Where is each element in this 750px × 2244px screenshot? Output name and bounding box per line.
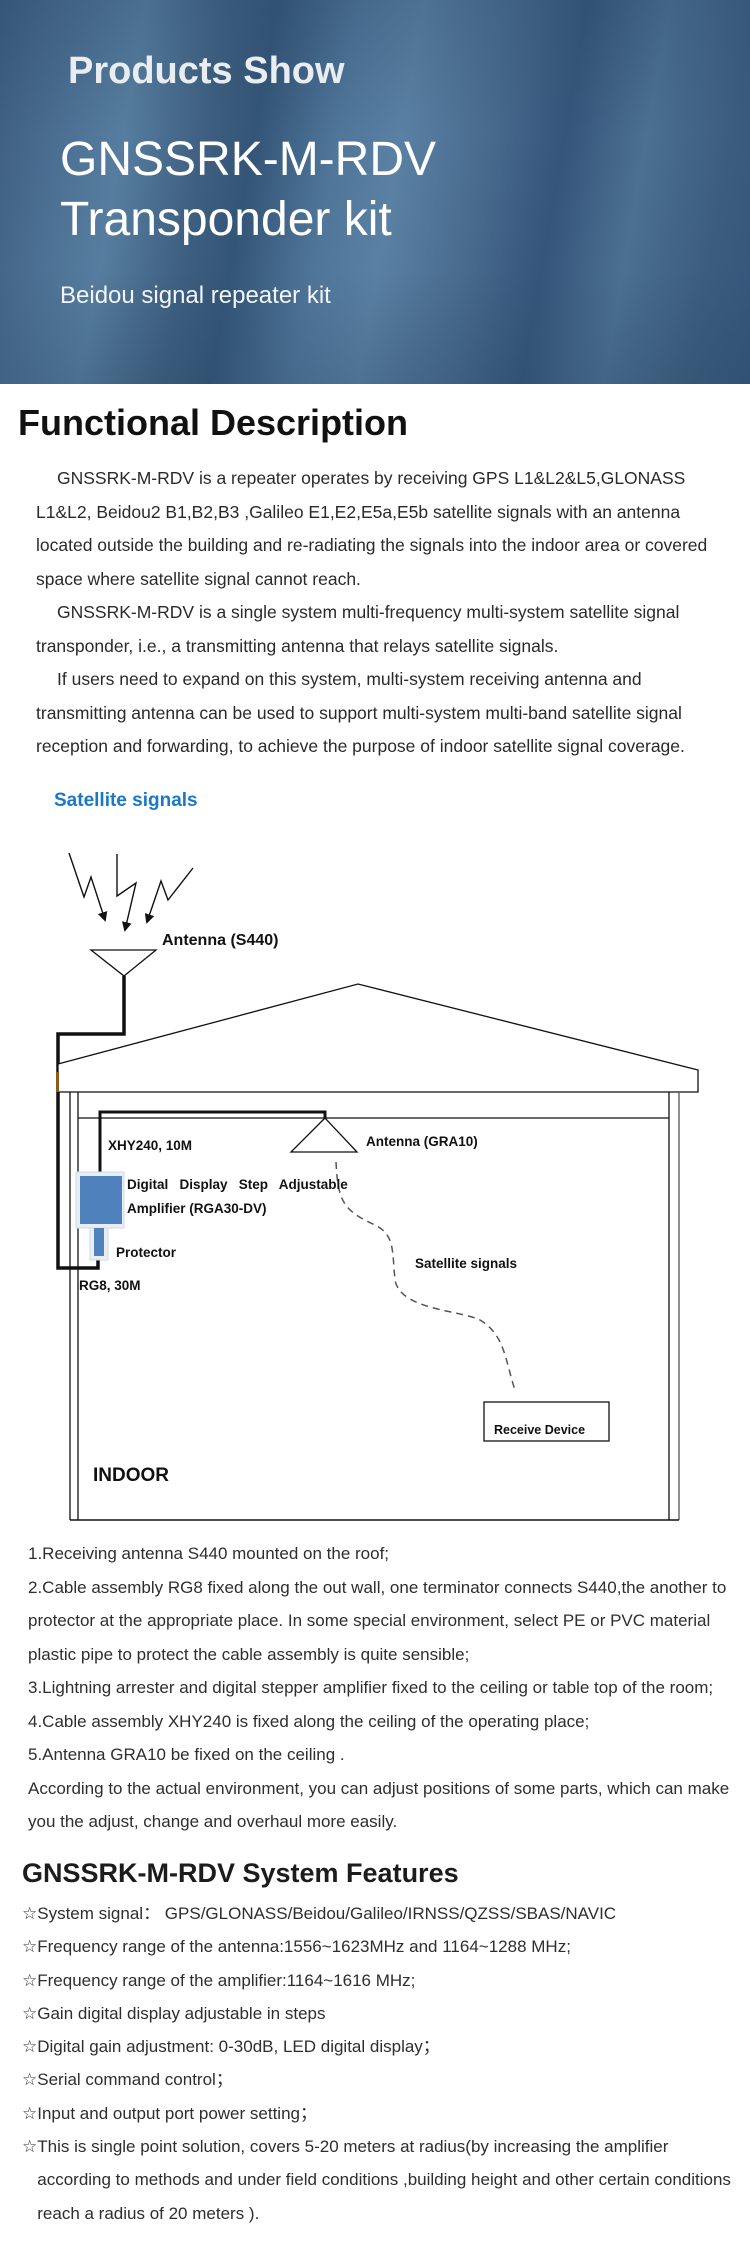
star-icon: ☆	[22, 2003, 38, 2023]
feature-text: Gain digital display adjustable in steps	[37, 2003, 326, 2023]
installation-diagram: Satellite signals	[0, 780, 750, 1530]
feature-item: ☆Gain digital display adjustable in step…	[22, 1997, 734, 2030]
feature-item: ☆System signal： GPS/GLONASS/Beidou/Galil…	[22, 1897, 734, 1930]
note-item: 2.Cable assembly RG8 fixed along the out…	[28, 1577, 727, 1664]
label-amplifier-line2: Amplifier (RGA30-DV)	[127, 1201, 267, 1216]
feature-text: Input and output port power setting；	[37, 2103, 317, 2123]
feature-item: ☆Input and output port power setting；	[22, 2097, 734, 2130]
description-paragraph: GNSSRK-M-RDV is a repeater operates by r…	[36, 468, 708, 589]
feature-item: ☆Frequency range of the amplifier:1164~1…	[22, 1964, 734, 1997]
receive-device-box	[483, 1401, 610, 1442]
product-model-line2: Transponder kit	[60, 193, 392, 246]
signal-arrow-icon	[68, 852, 108, 922]
functional-description-heading: Functional Description	[18, 402, 409, 443]
diagram-title: Satellite signals	[54, 790, 198, 811]
product-model-title: GNSSRK-M-RDV Transponder kit	[60, 130, 436, 250]
note-item: 1.Receiving antenna S440 mounted on the …	[28, 1544, 390, 1563]
satellite-signal-arrows	[68, 852, 194, 932]
note-item: 3.Lightning arrester and digital stepper…	[28, 1678, 714, 1697]
label-rg8-cable: RG8, 30M	[79, 1278, 141, 1293]
amplifier-icon	[80, 1176, 122, 1224]
installation-notes: 1.Receiving antenna S440 mounted on the …	[28, 1537, 738, 1839]
label-outdoor-antenna: Antenna (S440)	[162, 932, 279, 949]
indoor-antenna-icon	[289, 1117, 359, 1153]
protector-icon	[94, 1228, 104, 1256]
label-indoor-signals: Satellite signals	[415, 1256, 518, 1271]
label-amplifier-line1: Digital Display Step Adjustable	[127, 1177, 348, 1192]
banner-subtitle: Beidou signal repeater kit	[60, 282, 331, 309]
description-paragraph: If users need to expand on this system, …	[36, 669, 685, 756]
feature-text: Digital gain adjustment: 0-30dB, LED dig…	[37, 2037, 440, 2057]
feature-text: Serial command control；	[37, 2070, 233, 2090]
note-item: 4.Cable assembly XHY240 is fixed along t…	[28, 1711, 590, 1731]
star-icon: ☆	[22, 1970, 38, 1990]
signal-arrow-icon	[144, 867, 194, 924]
feature-item: ☆Serial command control；	[22, 2063, 734, 2096]
description-paragraph: GNSSRK-M-RDV is a single system multi-fr…	[36, 602, 680, 656]
star-icon: ☆	[22, 2037, 38, 2057]
feature-item: ☆Digital gain adjustment: 0-30dB, LED di…	[22, 2030, 734, 2063]
features-list: ☆System signal： GPS/GLONASS/Beidou/Galil…	[22, 1897, 734, 2230]
rg8-cable	[56, 976, 126, 1270]
hero-banner: Products Show GNSSRK-M-RDV Transponder k…	[0, 0, 750, 384]
star-icon: ☆	[22, 2070, 38, 2090]
feature-text: Frequency range of the antenna:1556~1623…	[37, 1937, 571, 1957]
indoor-signal-path	[335, 1161, 516, 1391]
label-protector: Protector	[116, 1245, 177, 1260]
star-icon: ☆	[22, 1937, 38, 1957]
product-model-line1: GNSSRK-M-RDV	[60, 133, 437, 186]
diagram-drawing	[56, 852, 699, 1521]
banner-title: Products Show	[68, 50, 345, 92]
star-icon: ☆	[22, 2137, 38, 2157]
label-indoor: INDOOR	[93, 1465, 169, 1486]
house-roof	[57, 983, 699, 1093]
note-item: According to the actual environment, you…	[28, 1778, 730, 1832]
functional-description-body: GNSSRK-M-RDV is a repeater operates by r…	[36, 462, 736, 764]
feature-item: ☆This is single point solution, covers 5…	[22, 2130, 734, 2230]
feature-item: ☆Frequency range of the antenna:1556~162…	[22, 1930, 734, 1963]
star-icon: ☆	[22, 1904, 38, 1923]
feature-text: This is single point solution, covers 5-…	[37, 2137, 731, 2223]
xhy240-cable	[98, 1110, 327, 1178]
note-item: 5.Antenna GRA10 be fixed on the ceiling …	[28, 1745, 345, 1764]
label-xhy240-cable: XHY240, 10M	[108, 1138, 193, 1153]
wall-clip	[56, 1072, 59, 1092]
outdoor-antenna-icon	[89, 949, 158, 977]
feature-text: Frequency range of the amplifier:1164~16…	[37, 1970, 416, 1990]
label-receive-device: Receive Device	[494, 1423, 586, 1437]
features-heading: GNSSRK-M-RDV System Features	[22, 1858, 459, 1888]
star-icon: ☆	[22, 2103, 38, 2123]
feature-text: System signal： GPS/GLONASS/Beidou/Galile…	[37, 1904, 617, 1923]
label-indoor-antenna: Antenna (GRA10)	[366, 1134, 478, 1149]
signal-arrow-icon	[116, 854, 138, 932]
